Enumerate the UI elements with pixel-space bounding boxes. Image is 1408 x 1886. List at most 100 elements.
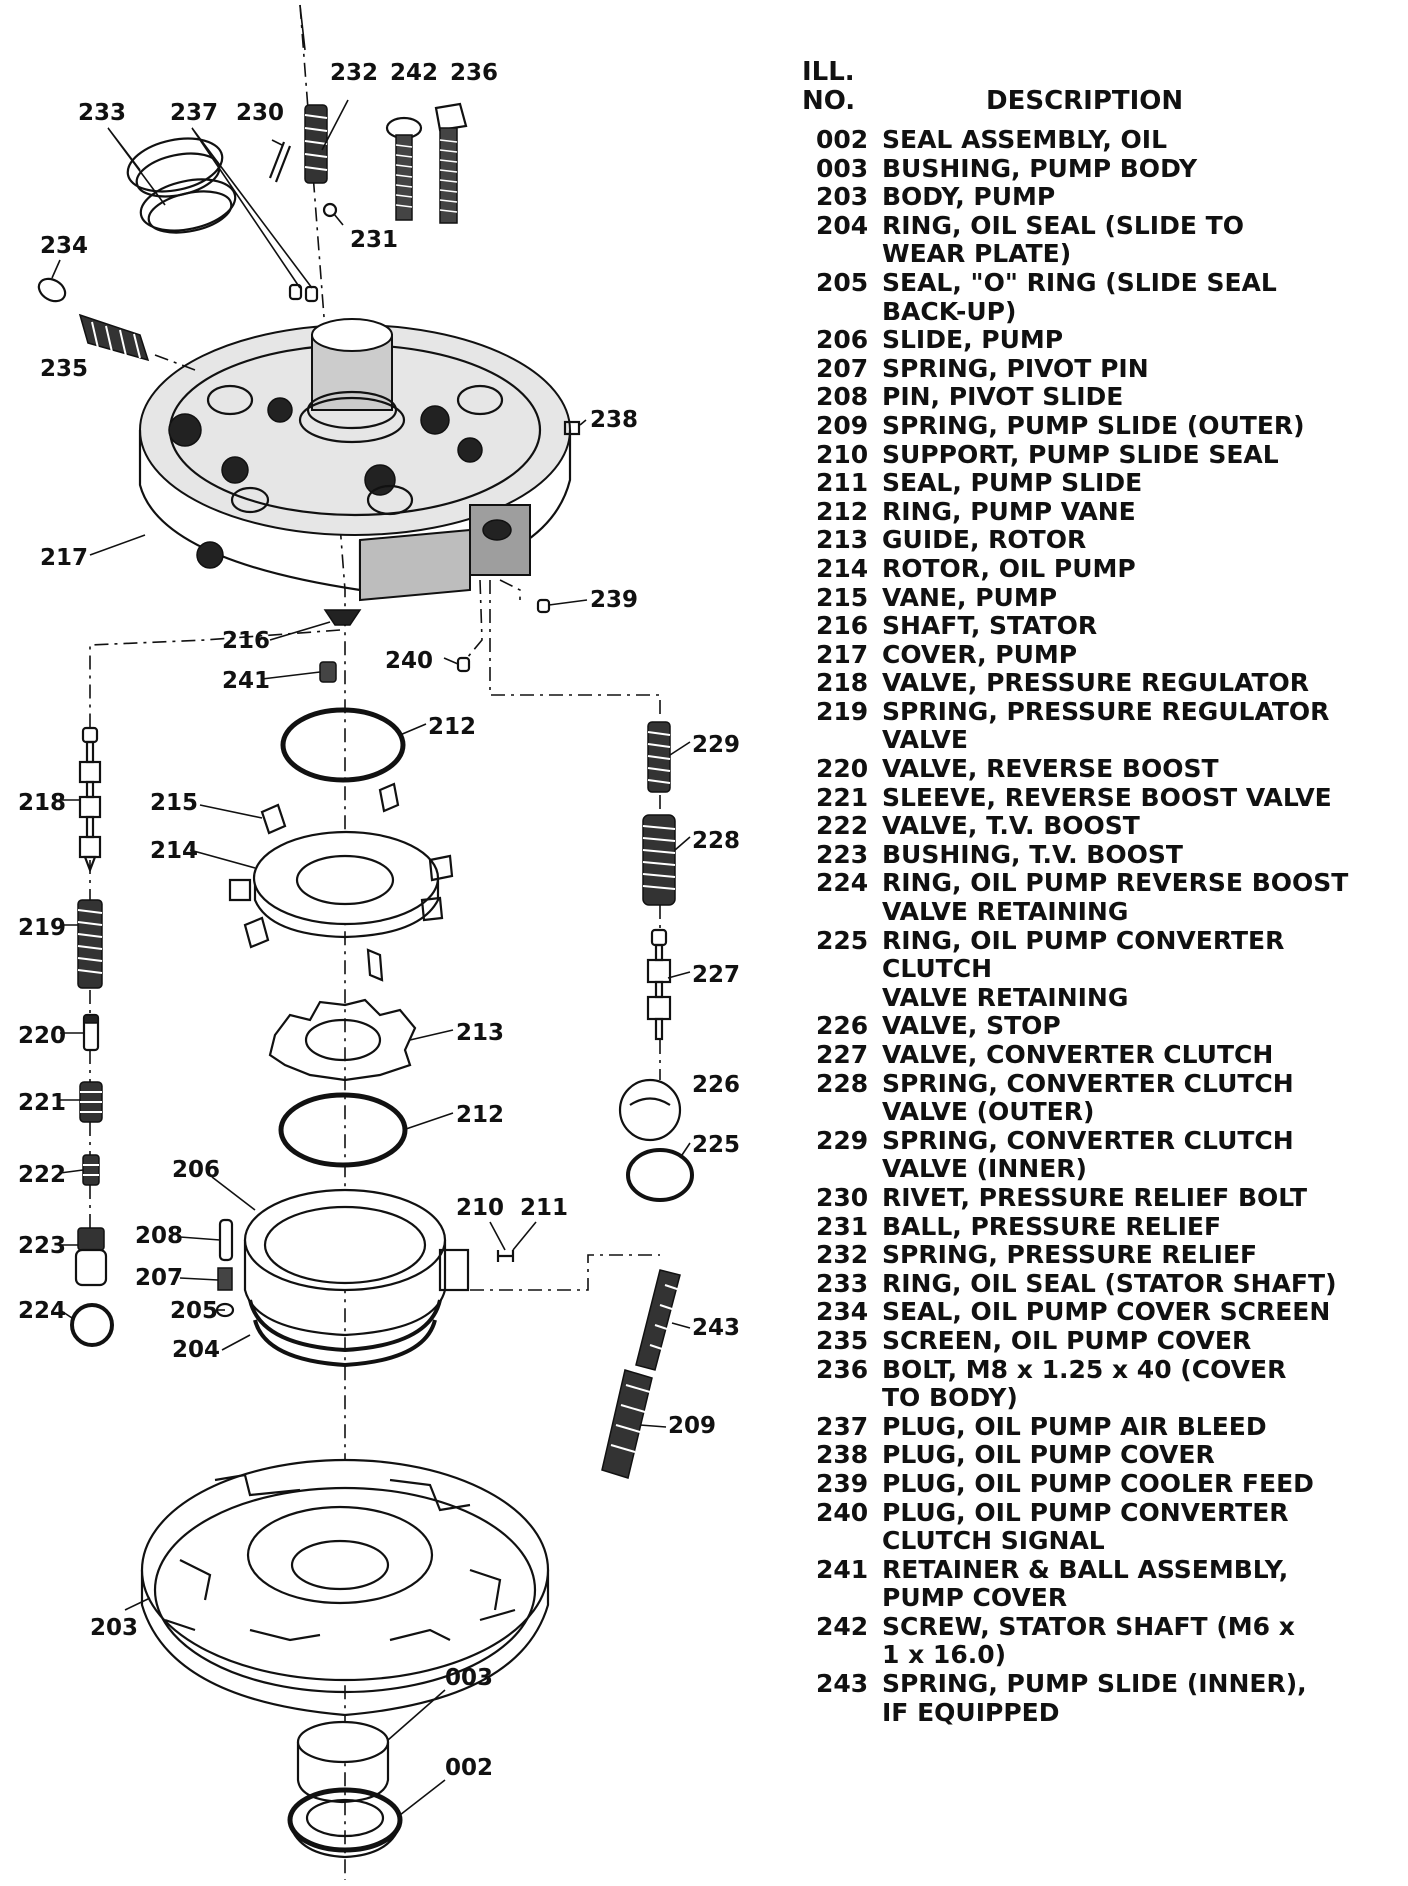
legend-row: 240 PLUG, OIL PUMP CONVERTER CLUTCH SIGNA… bbox=[802, 1497, 1402, 1556]
retainer-ball-241 bbox=[319, 661, 337, 683]
legend-item-description: SCREEN, OIL PUMP COVER bbox=[882, 1325, 1252, 1355]
callout-224: 224 bbox=[18, 1298, 66, 1324]
callout-203: 203 bbox=[90, 1615, 138, 1641]
legend-item-number: 002 bbox=[816, 125, 869, 154]
legend-item-description: SEAL, PUMP SLIDE bbox=[882, 468, 1143, 498]
callout-003: 003 bbox=[445, 1665, 493, 1691]
legend-item-number: 221 bbox=[816, 782, 869, 812]
legend-header-number: ILL. NO. bbox=[802, 58, 882, 116]
legend-item-description: BUSHING, T.V. BOOST bbox=[882, 839, 1183, 869]
legend-item-number: 203 bbox=[816, 182, 869, 212]
legend-item-number: 232 bbox=[816, 1240, 869, 1270]
exploded-pump-diagram: 233 237 230 232 242 236 231 234 235 238 … bbox=[18, 4, 740, 1880]
callout-212-top: 212 bbox=[428, 714, 476, 740]
vane-ring-212-lower bbox=[278, 1092, 408, 1168]
callout-243: 243 bbox=[692, 1315, 740, 1341]
legend-item-description: ROTOR, OIL PUMP bbox=[882, 553, 1136, 583]
legend-item-description: SLIDE, PUMP bbox=[882, 325, 1064, 355]
legend-item-description: SPRING, CONVERTER CLUTCH VALVE (INNER) bbox=[882, 1125, 1294, 1184]
callout-239: 239 bbox=[590, 587, 638, 613]
legend-item-number: 212 bbox=[816, 496, 869, 526]
legend-item-description: RIVET, PRESSURE RELIEF BOLT bbox=[882, 1182, 1308, 1212]
leader-lines bbox=[51, 99, 691, 1816]
screen-guide-line bbox=[154, 354, 196, 371]
slide-spring-guide-line bbox=[470, 1254, 660, 1291]
callout-221: 221 bbox=[18, 1090, 66, 1116]
legend-item-description: COVER, PUMP bbox=[882, 639, 1078, 669]
legend-item-number: 226 bbox=[816, 1011, 869, 1041]
cover-plug-238 bbox=[563, 420, 581, 436]
callout-242: 242 bbox=[390, 60, 438, 86]
legend-row: 204 RING, OIL SEAL (SLIDE TO WEAR PLATE) bbox=[802, 210, 1402, 269]
regulator-spring-219 bbox=[77, 899, 103, 989]
cooler-feed-plug-239 bbox=[536, 598, 551, 614]
legend-item-description: VALVE, PRESSURE REGULATOR bbox=[882, 668, 1310, 698]
pump-cover-217 bbox=[138, 318, 572, 602]
legend-item-description: SPRING, PUMP SLIDE (OUTER) bbox=[882, 410, 1305, 440]
legend-row: 224 RING, OIL PUMP REVERSE BOOST VALVE RE… bbox=[802, 869, 1402, 926]
legend-item-description: RING, OIL SEAL (SLIDE TO WEAR PLATE) bbox=[882, 210, 1244, 269]
callout-226: 226 bbox=[692, 1072, 740, 1098]
callout-228: 228 bbox=[692, 828, 740, 854]
legend-item-number: 204 bbox=[816, 210, 869, 240]
stator-shaft-216 bbox=[323, 609, 362, 626]
callout-231: 231 bbox=[350, 227, 398, 253]
legend-item-description: SHAFT, STATOR bbox=[882, 611, 1098, 641]
legend-item-number: 225 bbox=[816, 925, 869, 955]
pump-slide-206 bbox=[243, 1188, 470, 1368]
callout-241: 241 bbox=[222, 668, 270, 694]
legend-item-description: RING, OIL PUMP REVERSE BOOST VALVE RETAI… bbox=[882, 868, 1349, 927]
legend-item-description: BOLT, M8 x 1.25 x 40 (COVER TO BODY) bbox=[882, 1354, 1287, 1413]
callout-216: 216 bbox=[222, 628, 270, 654]
callout-240: 240 bbox=[385, 648, 433, 674]
callout-238: 238 bbox=[590, 407, 638, 433]
stop-valve-226 bbox=[618, 1078, 682, 1142]
legend-item-number: 243 bbox=[816, 1669, 869, 1699]
legend-item-description: RING, OIL SEAL (STATOR SHAFT) bbox=[882, 1268, 1337, 1298]
legend-item-number: 207 bbox=[816, 353, 869, 383]
legend-item-number: 224 bbox=[816, 868, 869, 898]
legend-item-number: 242 bbox=[816, 1611, 869, 1641]
callout-labels: 233 237 230 232 242 236 231 234 235 238 … bbox=[18, 60, 740, 1781]
retaining-ring-224 bbox=[70, 1303, 114, 1347]
callout-210: 210 bbox=[456, 1195, 504, 1221]
legend-item-number: 213 bbox=[816, 525, 869, 555]
legend-item-number: 211 bbox=[816, 468, 869, 498]
callout-208: 208 bbox=[135, 1223, 183, 1249]
legend-item-description: PIN, PIVOT SLIDE bbox=[882, 382, 1124, 412]
callout-234: 234 bbox=[40, 233, 88, 259]
legend-item-description: PLUG, OIL PUMP CONVERTER CLUTCH SIGNAL bbox=[882, 1497, 1289, 1556]
legend-item-description: SPRING, CONVERTER CLUTCH VALVE (OUTER) bbox=[882, 1068, 1294, 1127]
callout-227: 227 bbox=[692, 962, 740, 988]
converter-clutch-outer-spring-228 bbox=[642, 814, 676, 906]
callout-223: 223 bbox=[18, 1233, 66, 1259]
retaining-ring-225 bbox=[626, 1148, 694, 1202]
legend-item-description: VANE, PUMP bbox=[882, 582, 1058, 612]
reverse-boost-sleeve-221 bbox=[79, 1081, 103, 1123]
callout-233: 233 bbox=[78, 100, 126, 126]
legend-item-description: SEAL ASSEMBLY, OIL bbox=[882, 125, 1167, 154]
legend-item-number: 222 bbox=[816, 811, 869, 841]
callout-212-lower: 212 bbox=[456, 1102, 504, 1128]
legend-item-description: VALVE, STOP bbox=[882, 1011, 1061, 1041]
legend-item-number: 220 bbox=[816, 754, 869, 784]
plug-240-guide-line bbox=[466, 579, 483, 659]
legend-item-number: 240 bbox=[816, 1497, 869, 1527]
legend-item-number: 205 bbox=[816, 267, 869, 297]
callout-230: 230 bbox=[236, 100, 284, 126]
callout-237: 237 bbox=[170, 100, 218, 126]
legend-row: 211 SEAL, PUMP SLIDE bbox=[802, 469, 1402, 498]
